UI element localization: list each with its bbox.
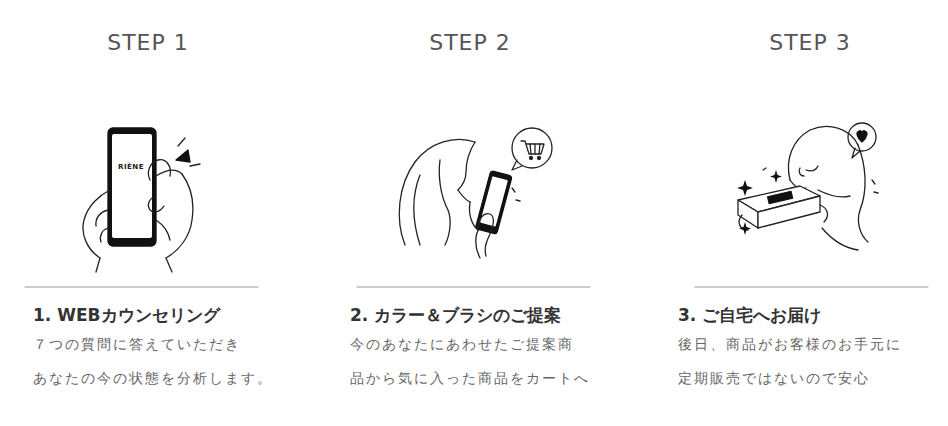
separator (25, 287, 258, 288)
separator (357, 287, 590, 288)
woman-box-illustration (737, 123, 878, 250)
step-heading: STEP 3 (769, 30, 851, 55)
step-description: 定期販売ではないので安心 (678, 370, 870, 388)
step-heading: STEP 2 (429, 30, 511, 55)
step-description: 品から気に入った商品をカートへ (350, 370, 590, 388)
step-description: 今のあなたにあわせたご提案商 (350, 336, 574, 354)
step-description: ７つの質問に答えていただき (33, 336, 241, 354)
step-heading: STEP 1 (107, 30, 189, 55)
brand-logo: RIÈNE (118, 163, 144, 171)
phone-hands-illustration (83, 128, 200, 272)
woman-phone-illustration (399, 128, 552, 258)
step-title: 3. ご自宅へお届け (678, 304, 821, 327)
separator (695, 287, 928, 288)
step-description: あなたの今の状態を分析します。 (33, 370, 273, 388)
step-title: 1. WEBカウンセリング (33, 304, 220, 327)
step-title: 2. カラー＆ブラシのご提案 (350, 304, 561, 327)
step-description: 後日、商品がお客様のお手元に (678, 336, 902, 354)
